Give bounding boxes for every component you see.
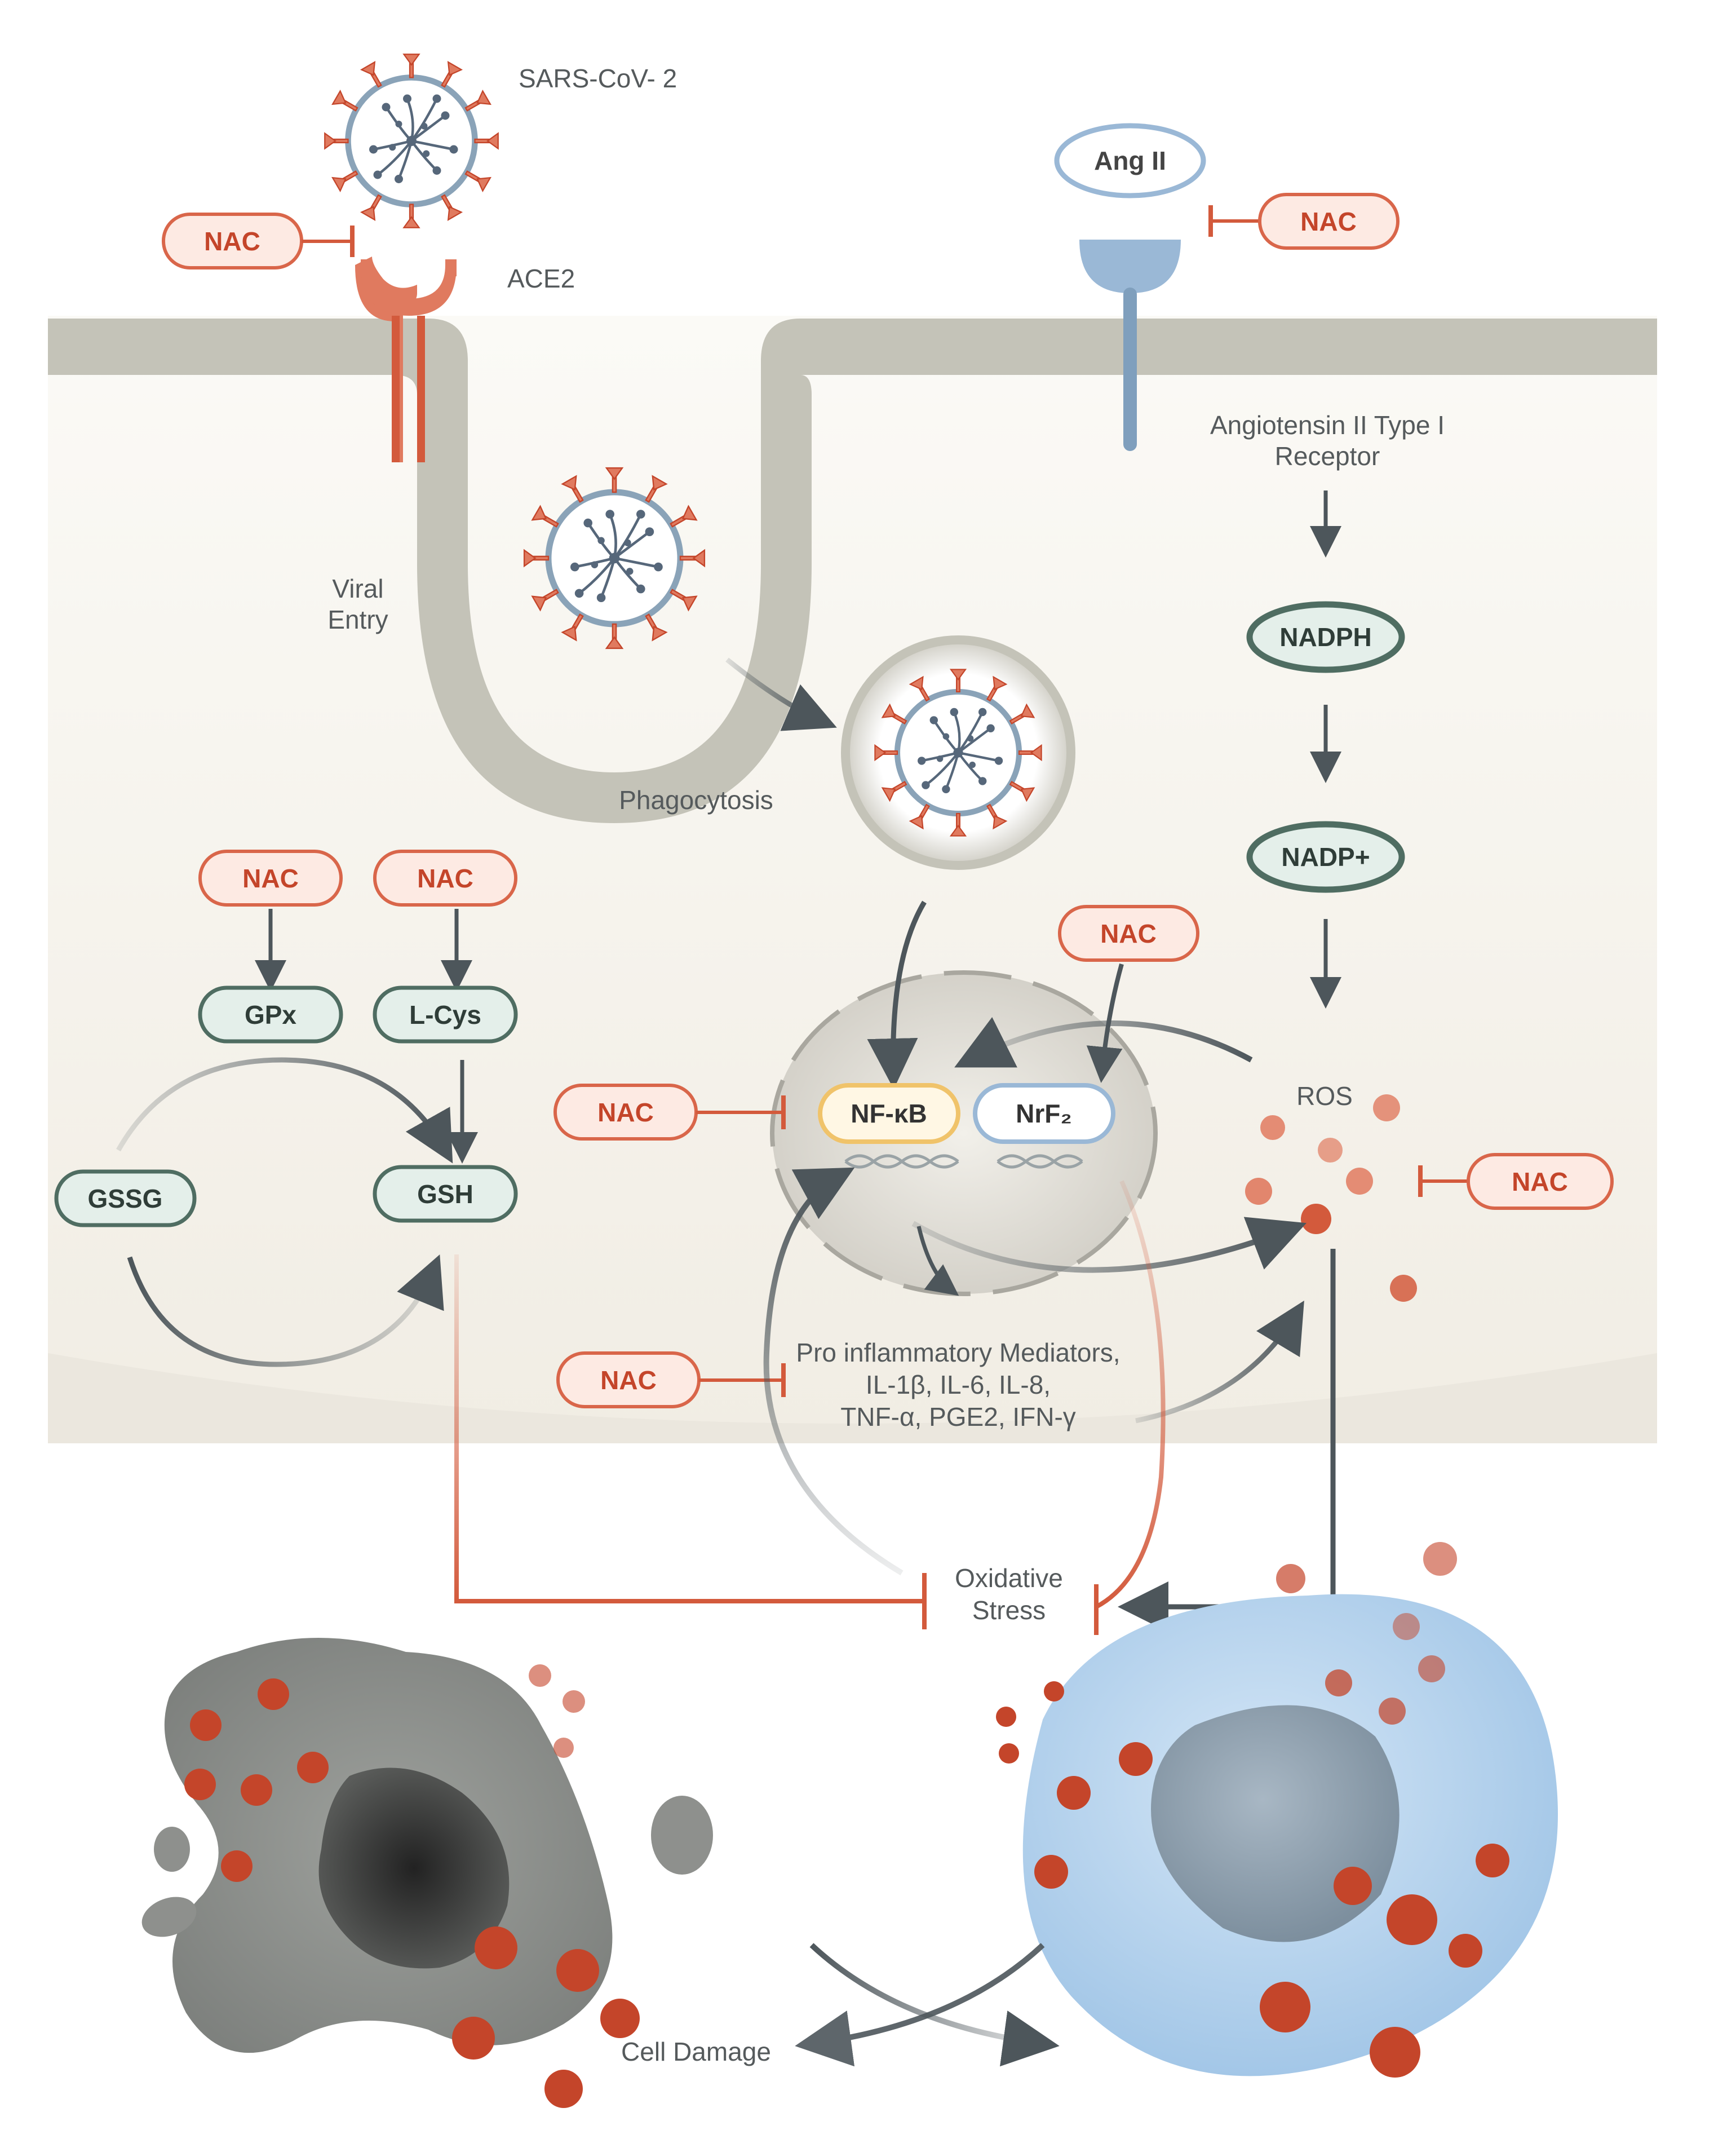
damaged-cell [141,1638,713,2108]
healthy-cell [996,1542,1558,2078]
oxidative-label-2: Stress [972,1596,1046,1625]
arrow-nac-nrf2 [1086,963,1124,1083]
nfkb-node: NF-κB [818,1083,960,1144]
nac-nfkb-inhibitor: NAC [553,1084,786,1141]
gssg-label: GSSG [88,1184,163,1213]
arrow-cell-damage [809,1943,1060,2067]
lcys-label: L-Cys [409,1000,481,1029]
arrow-nucleus-mediators [916,1226,959,1296]
nac-nrf2-source: NAC [1058,905,1199,962]
phagocytosis-label: Phagocytosis [619,785,773,815]
arrow-oxidative-nfkb [763,1167,904,1576]
gsh-label: GSH [417,1179,473,1209]
viral-entry-label-1: Viral [332,574,383,603]
nadp-label: NADP+ [1281,842,1370,872]
arrow-gsh-gssg [127,1254,444,1367]
nac-ang2-inhibitor: NAC [1208,193,1400,250]
angiotensin-receptor [1079,240,1181,451]
gssg-node: GSSG [54,1169,197,1227]
cell-membrane [48,319,1657,823]
dna-strands [844,1154,1083,1169]
nadph-node: NADPH [1246,601,1405,673]
nac-nfkb-label: NAC [597,1098,654,1127]
nrf2-inhibit-line [1095,1180,1166,1609]
arrow-ros-nfkb [954,1017,1253,1068]
nfkb-label: NF-κB [851,1099,927,1128]
arrow-cell-damage-main [795,1943,1045,2067]
mediators-label-3: TNF-α, PGE2, IFN-γ [840,1402,1076,1431]
nac-ang2-label: NAC [1300,207,1357,236]
mediators-label-1: Pro inflammatory Mediators, [796,1338,1120,1367]
gsh-node: GSH [373,1165,518,1223]
sars-label: SARS-CoV- 2 [519,64,677,93]
phagosome [841,635,1075,870]
gsh-inhibit-line [454,1254,924,1603]
nadph-label: NADPH [1279,622,1372,652]
phagocytosis-arrow [725,657,837,731]
receptor-label-1: Angiotensin II Type I [1210,410,1445,440]
nadp-node: NADP+ [1246,821,1405,893]
mediators-label-2: IL-1β, IL-6, IL-8, [866,1370,1051,1399]
oxidative-label-1: Oxidative [955,1563,1063,1593]
nac-ace2-label: NAC [204,227,260,256]
sars-cov-2-virus [325,54,498,228]
cell-damage-label: Cell Damage [621,2037,771,2066]
gpx-node: GPx [198,986,343,1044]
receptor-label-2: Receptor [1275,441,1380,471]
nac-gpx-label: NAC [242,864,299,893]
nrf2-label: NrF₂ [1016,1099,1072,1128]
arrow-gpx-gsh [116,1057,453,1164]
ace2-label: ACE2 [507,264,575,293]
ros-particles [1245,1094,1417,1302]
gpx-label: GPx [245,1000,296,1029]
arrow-phagosome-nfkb [867,900,927,1089]
nac-mediators-label: NAC [600,1366,657,1395]
ang2-node: Ang II [1054,123,1206,198]
nac-ros-inhibitor: NAC [1418,1153,1614,1210]
viral-entry-label-2: Entry [327,605,388,634]
ros-label: ROS [1296,1081,1353,1111]
arrow-nucleus-ros [911,1217,1307,1273]
ace2-receptor [355,257,457,462]
nac-lcys-label: NAC [417,864,473,893]
nac-gpx-source: NAC [198,850,343,907]
nrf2-node: NrF₂ [973,1083,1115,1144]
nac-lcys-source: NAC [373,850,517,907]
lcys-node: L-Cys [373,986,518,1044]
nac-ros-label: NAC [1512,1167,1568,1196]
ang2-label: Ang II [1094,146,1166,175]
nac-ace2-inhibitor: NAC [162,213,355,269]
nac-nrf2-label: NAC [1100,919,1157,948]
